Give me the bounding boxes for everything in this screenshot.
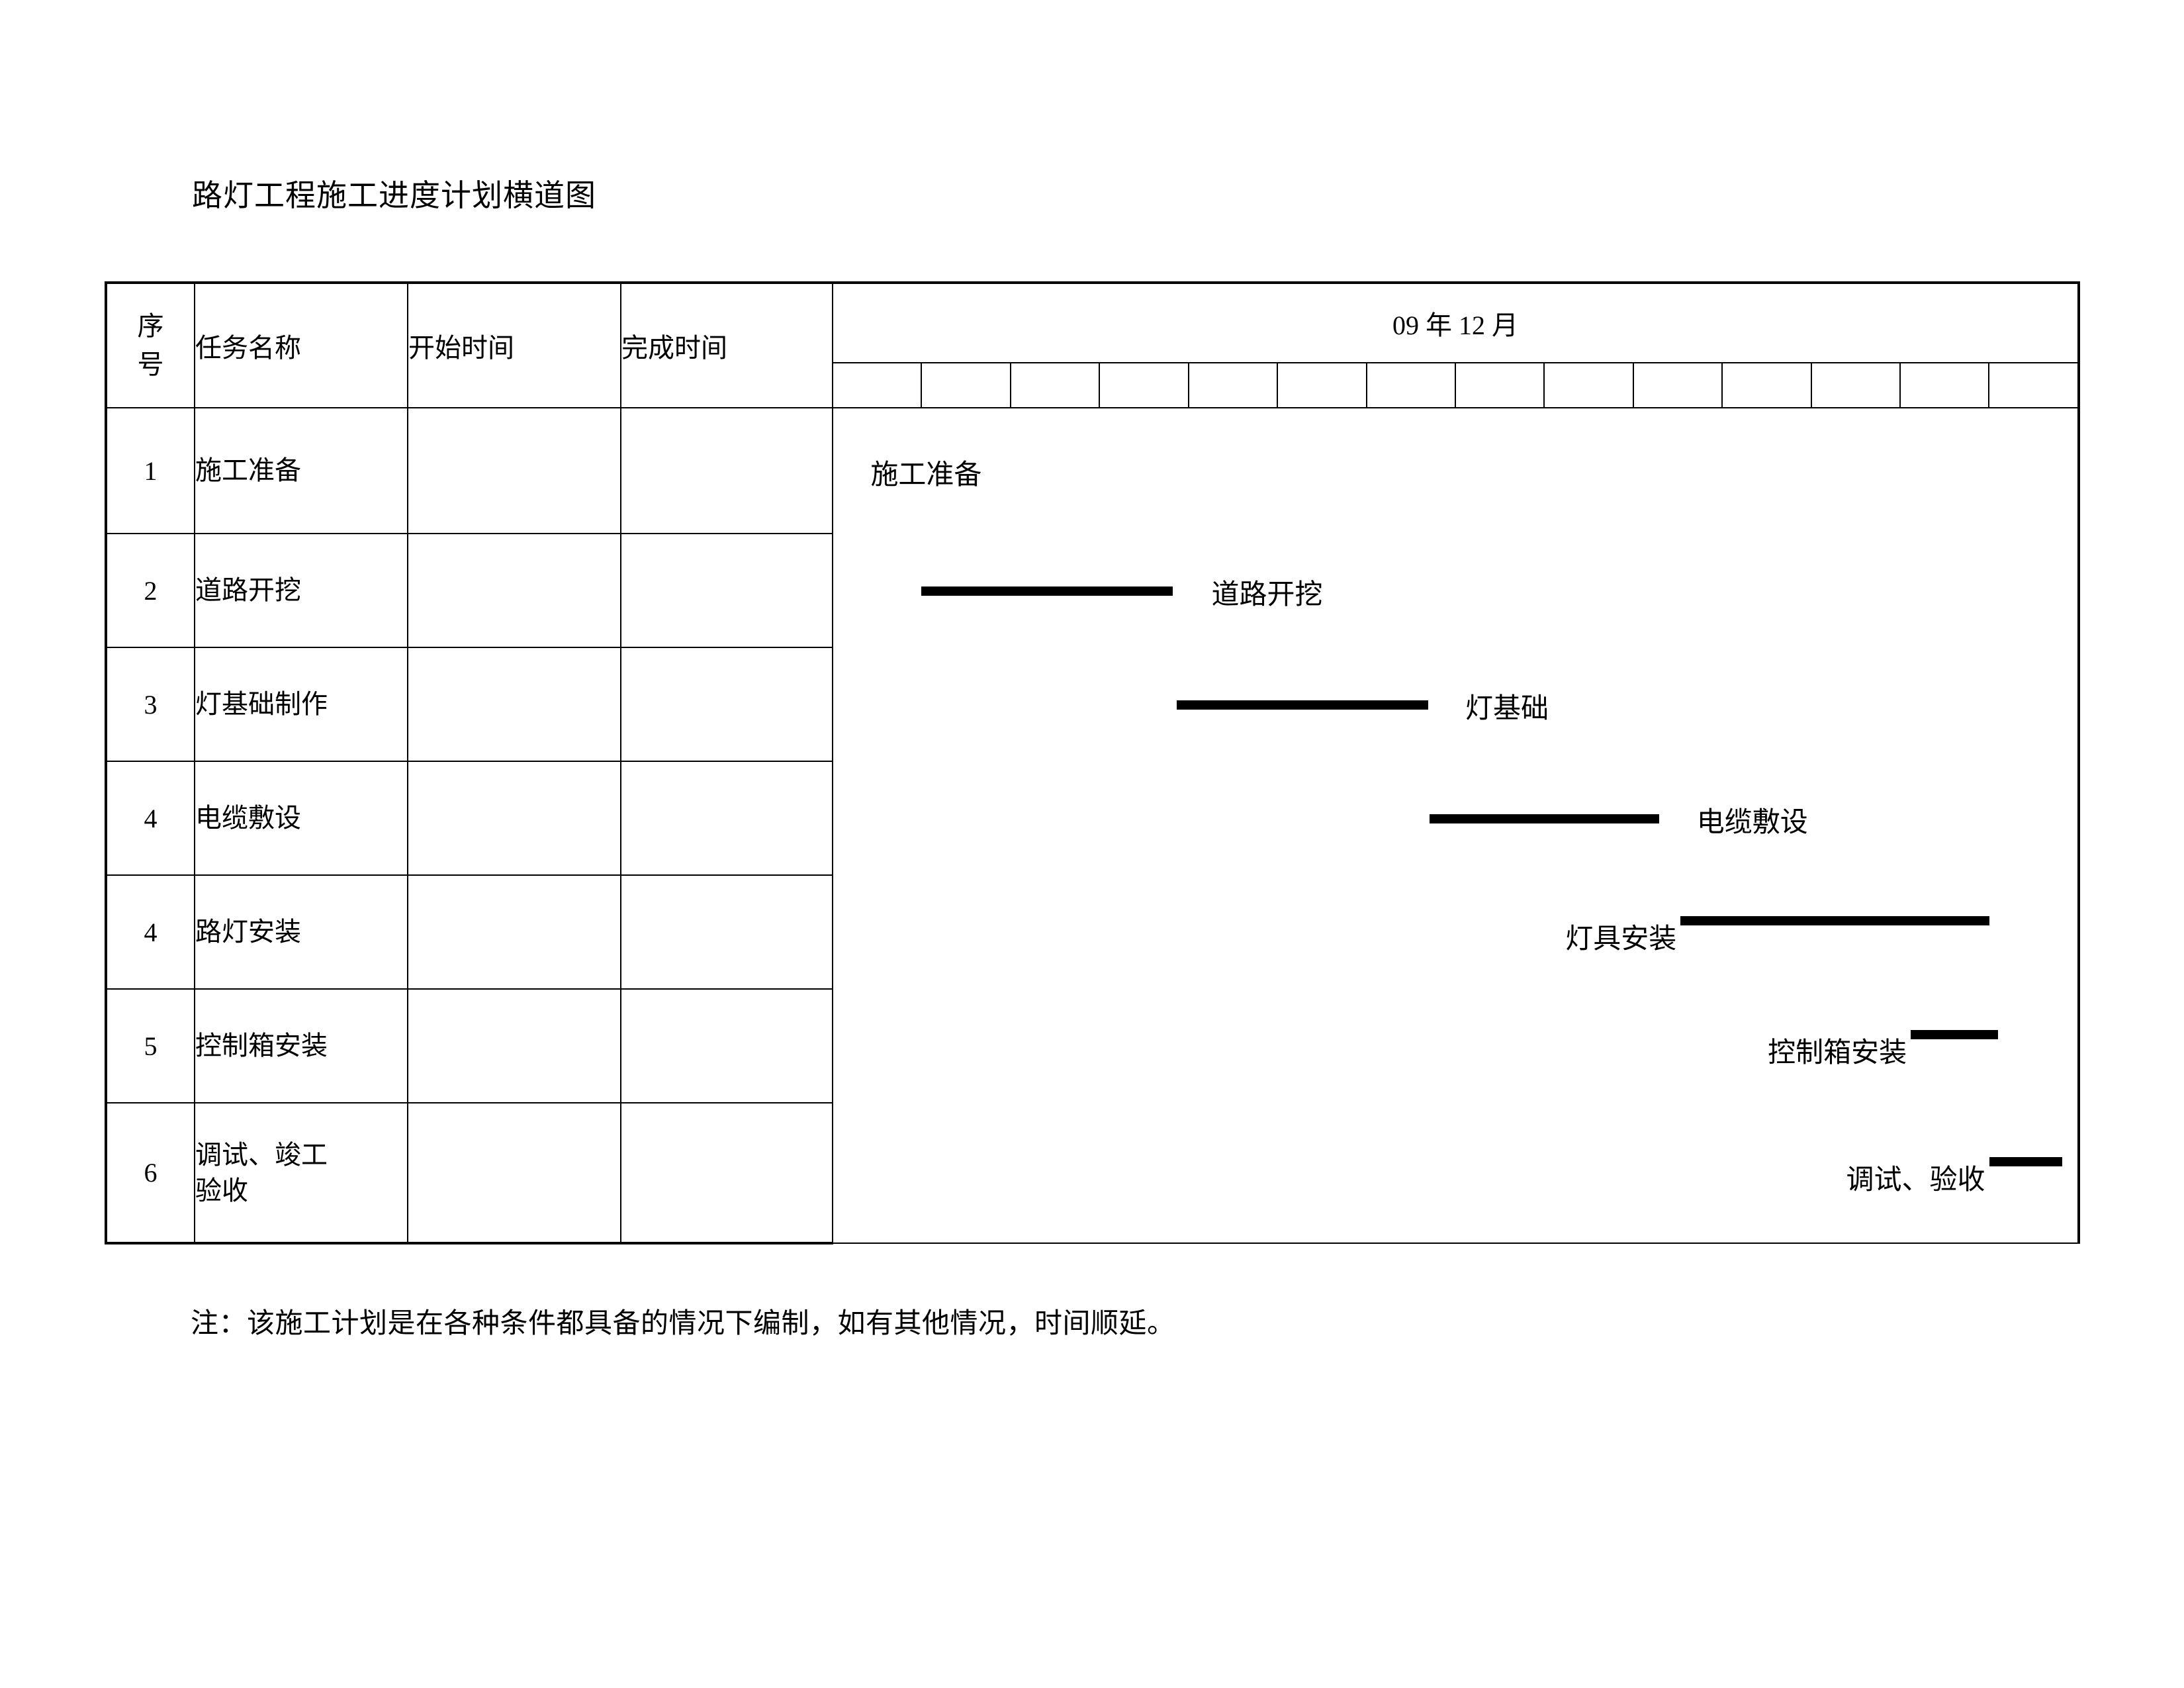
header-task-name: 任务名称 bbox=[194, 281, 408, 408]
header-seq-line1: 序 bbox=[137, 311, 164, 341]
table-row: 6 调试、竣工 验收 bbox=[105, 1102, 2079, 1244]
timeline-tick-cell bbox=[1545, 363, 1634, 407]
row-start-time bbox=[407, 874, 621, 990]
row-start-time bbox=[407, 647, 621, 762]
row-task-name: 施工准备 bbox=[194, 407, 408, 534]
row-finish-time bbox=[620, 988, 833, 1103]
timeline-tick-cell bbox=[1723, 363, 1812, 407]
row-finish-time bbox=[620, 761, 833, 876]
row-seq: 3 bbox=[105, 647, 195, 762]
row-start-time bbox=[407, 407, 621, 534]
timeline-tick-cell bbox=[1901, 363, 1990, 407]
gantt-bar bbox=[1176, 700, 1428, 710]
row-finish-time bbox=[620, 407, 833, 534]
timeline-tick-cell bbox=[1989, 363, 2077, 407]
table-header-row-month: 序 号 任务名称 开始时间 完成时间 09 年 12 月 bbox=[105, 281, 2080, 408]
page-title: 路灯工程施工进度计划横道图 bbox=[192, 179, 596, 212]
gantt-bar-label: 调试、验收 bbox=[1846, 1165, 1985, 1196]
footnote: 注：该施工计划是在各种条件都具备的情况下编制，如有其他情况，时间顺延。 bbox=[191, 1309, 1175, 1339]
timeline-tick-cell bbox=[922, 363, 1011, 407]
row-seq: 4 bbox=[105, 761, 195, 876]
gantt-chart-pane-cell: 施工准备道路开挖灯基础电缆敷设灯具安装控制箱安装调试、验收 bbox=[832, 407, 2080, 1244]
row-task-name: 调试、竣工 验收 bbox=[194, 1102, 408, 1244]
row-task-name: 灯基础制作 bbox=[194, 647, 408, 762]
row-task-name: 路灯安装 bbox=[194, 874, 408, 990]
row-task-name: 控制箱安装 bbox=[194, 988, 408, 1103]
gantt-chart-pane: 施工准备道路开挖灯基础电缆敷设灯具安装控制箱安装调试、验收 bbox=[833, 408, 2077, 1243]
row-task-name-line1: 调试、竣工 bbox=[195, 1139, 328, 1170]
timeline-tick-cell bbox=[1634, 363, 1723, 407]
gantt-bar bbox=[1911, 1030, 1998, 1039]
gantt-bar-label: 控制箱安装 bbox=[1768, 1038, 1907, 1068]
row-seq: 6 bbox=[105, 1102, 195, 1244]
timeline-tick-cell bbox=[1100, 363, 1189, 407]
table-row: 1 施工准备 施工准备道路开挖灯基础电缆敷设灯具安装控制箱安装调试、验收 bbox=[105, 407, 2080, 1244]
timeline-tick-cell bbox=[1812, 363, 1901, 407]
timeline-tick-cell bbox=[1189, 363, 1279, 407]
row-start-time bbox=[407, 988, 621, 1103]
table-row: 5 控制箱安装 bbox=[105, 988, 2079, 1103]
timeline-tick-cell bbox=[1278, 363, 1367, 407]
row-seq: 2 bbox=[105, 533, 195, 648]
table-row: 4 电缆敷设 bbox=[105, 761, 2079, 876]
header-seq: 序 号 bbox=[105, 281, 195, 408]
row-seq: 4 bbox=[105, 874, 195, 990]
table-row: 2 道路开挖 bbox=[105, 533, 2079, 648]
gantt-bar-label: 施工准备 bbox=[870, 460, 982, 491]
timeline-tick-strip bbox=[833, 363, 2077, 407]
row-finish-time bbox=[620, 874, 833, 990]
table-row: 3 灯基础制作 bbox=[105, 647, 2079, 762]
gantt-bar-label: 道路开挖 bbox=[1211, 580, 1323, 610]
row-start-time bbox=[407, 761, 621, 876]
row-start-time bbox=[407, 1102, 621, 1244]
row-start-time bbox=[407, 533, 621, 648]
header-seq-line2: 号 bbox=[137, 350, 164, 379]
gantt-bar bbox=[1429, 814, 1660, 823]
header-finish-time: 完成时间 bbox=[620, 281, 833, 408]
gantt-bar bbox=[1680, 916, 1989, 925]
gantt-bar bbox=[1989, 1157, 2063, 1166]
row-finish-time bbox=[620, 647, 833, 762]
table-header-row-ticks bbox=[106, 362, 2080, 408]
gantt-bar-label: 灯基础 bbox=[1465, 694, 1549, 724]
row-seq: 1 bbox=[105, 407, 195, 534]
header-start-time: 开始时间 bbox=[407, 281, 621, 408]
row-finish-time bbox=[620, 1102, 833, 1244]
gantt-bar-label: 电缆敷设 bbox=[1696, 808, 1808, 838]
timeline-tick-cell bbox=[1456, 363, 1545, 407]
timeline-tick-strip-cell bbox=[832, 362, 2080, 408]
gantt-schedule-table: 序 号 任务名称 开始时间 完成时间 09 年 12 月 1 施工准备 施工准备… bbox=[105, 281, 2080, 1244]
gantt-bar bbox=[921, 586, 1173, 596]
row-task-name: 电缆敷设 bbox=[194, 761, 408, 876]
timeline-tick-cell bbox=[1011, 363, 1101, 407]
header-period: 09 年 12 月 bbox=[832, 281, 2080, 363]
row-finish-time bbox=[620, 533, 833, 648]
gantt-bar-label: 灯具安装 bbox=[1565, 924, 1677, 955]
table-row: 4 路灯安装 bbox=[105, 874, 2079, 990]
timeline-tick-cell bbox=[1367, 363, 1456, 407]
row-task-name-line2: 验收 bbox=[195, 1175, 248, 1205]
timeline-tick-cell bbox=[833, 363, 923, 407]
row-seq: 5 bbox=[105, 988, 195, 1103]
row-task-name: 道路开挖 bbox=[194, 533, 408, 648]
